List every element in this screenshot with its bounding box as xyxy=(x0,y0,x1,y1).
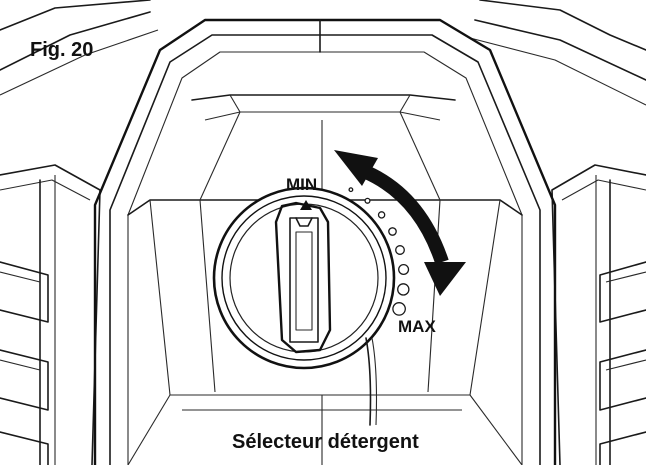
min-label: MIN xyxy=(286,175,317,194)
figure-label: Fig. 20 xyxy=(30,39,93,61)
scale-dot xyxy=(398,263,410,276)
callout-leader-line-shadow xyxy=(371,337,378,426)
housing-right xyxy=(469,0,646,465)
detergent-selector-knob[interactable] xyxy=(212,186,396,370)
scale-dot xyxy=(392,302,406,316)
scale-dot xyxy=(388,227,397,236)
scale-indicator-dots xyxy=(348,187,410,316)
dial-recess xyxy=(127,111,523,465)
callout-leader-line xyxy=(365,337,372,426)
scale-dot xyxy=(395,245,405,255)
scale-dot xyxy=(397,283,410,296)
knob-pointer xyxy=(300,200,312,210)
housing-left xyxy=(0,0,159,465)
scale-dot xyxy=(348,187,354,193)
scale-dot xyxy=(364,197,371,204)
callout-label: Sélecteur détergent xyxy=(232,431,419,453)
control-panel-frame xyxy=(93,18,557,465)
scale-dot xyxy=(377,211,386,219)
double-headed-curved-arrow-icon xyxy=(334,150,466,296)
max-label: MAX xyxy=(398,317,436,336)
